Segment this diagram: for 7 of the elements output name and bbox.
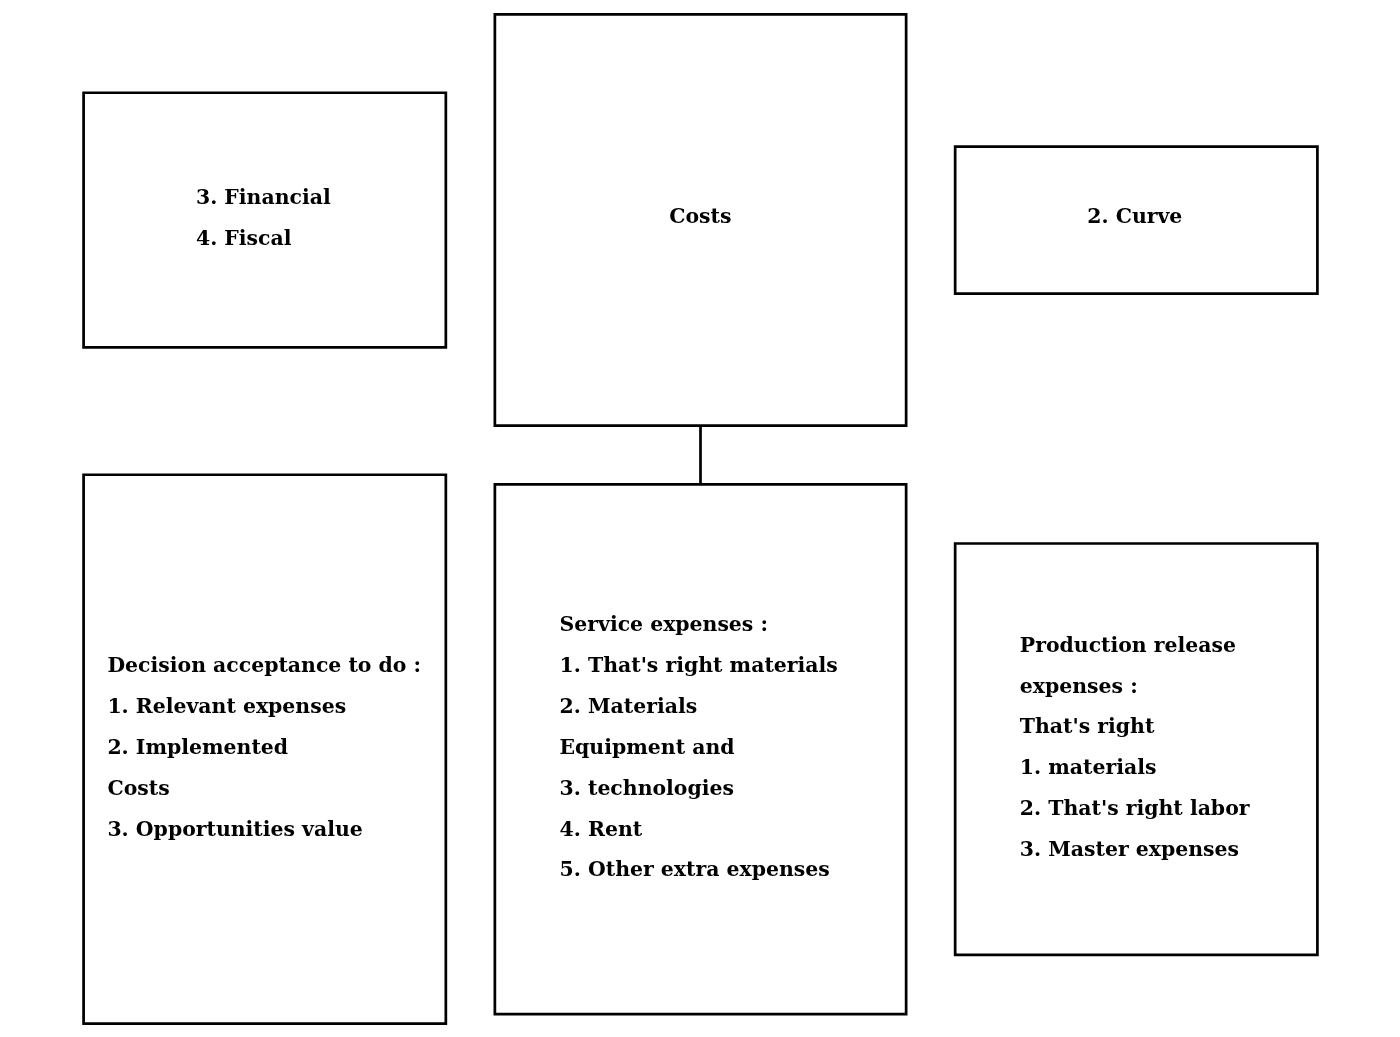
node-box: Decision acceptance to do : 1. Relevant expenses 2. Implemented Costs 3. Opportunities value <box>81 472 447 1025</box>
node-box: Service expenses : 1. That's right materials 2. Materials Equipment and 3. technologies 4. Rent 5. Other extra expenses <box>493 482 907 1015</box>
node-box: Production release expenses : That's right 1. materials 2. That's right labor 3. Master expenses <box>953 541 1319 956</box>
node-box: 3. Financial 4. Fiscal <box>81 90 447 349</box>
node-box: Costs <box>493 12 907 427</box>
node-box: 2. Curve <box>953 144 1319 295</box>
connector <box>698 425 702 484</box>
